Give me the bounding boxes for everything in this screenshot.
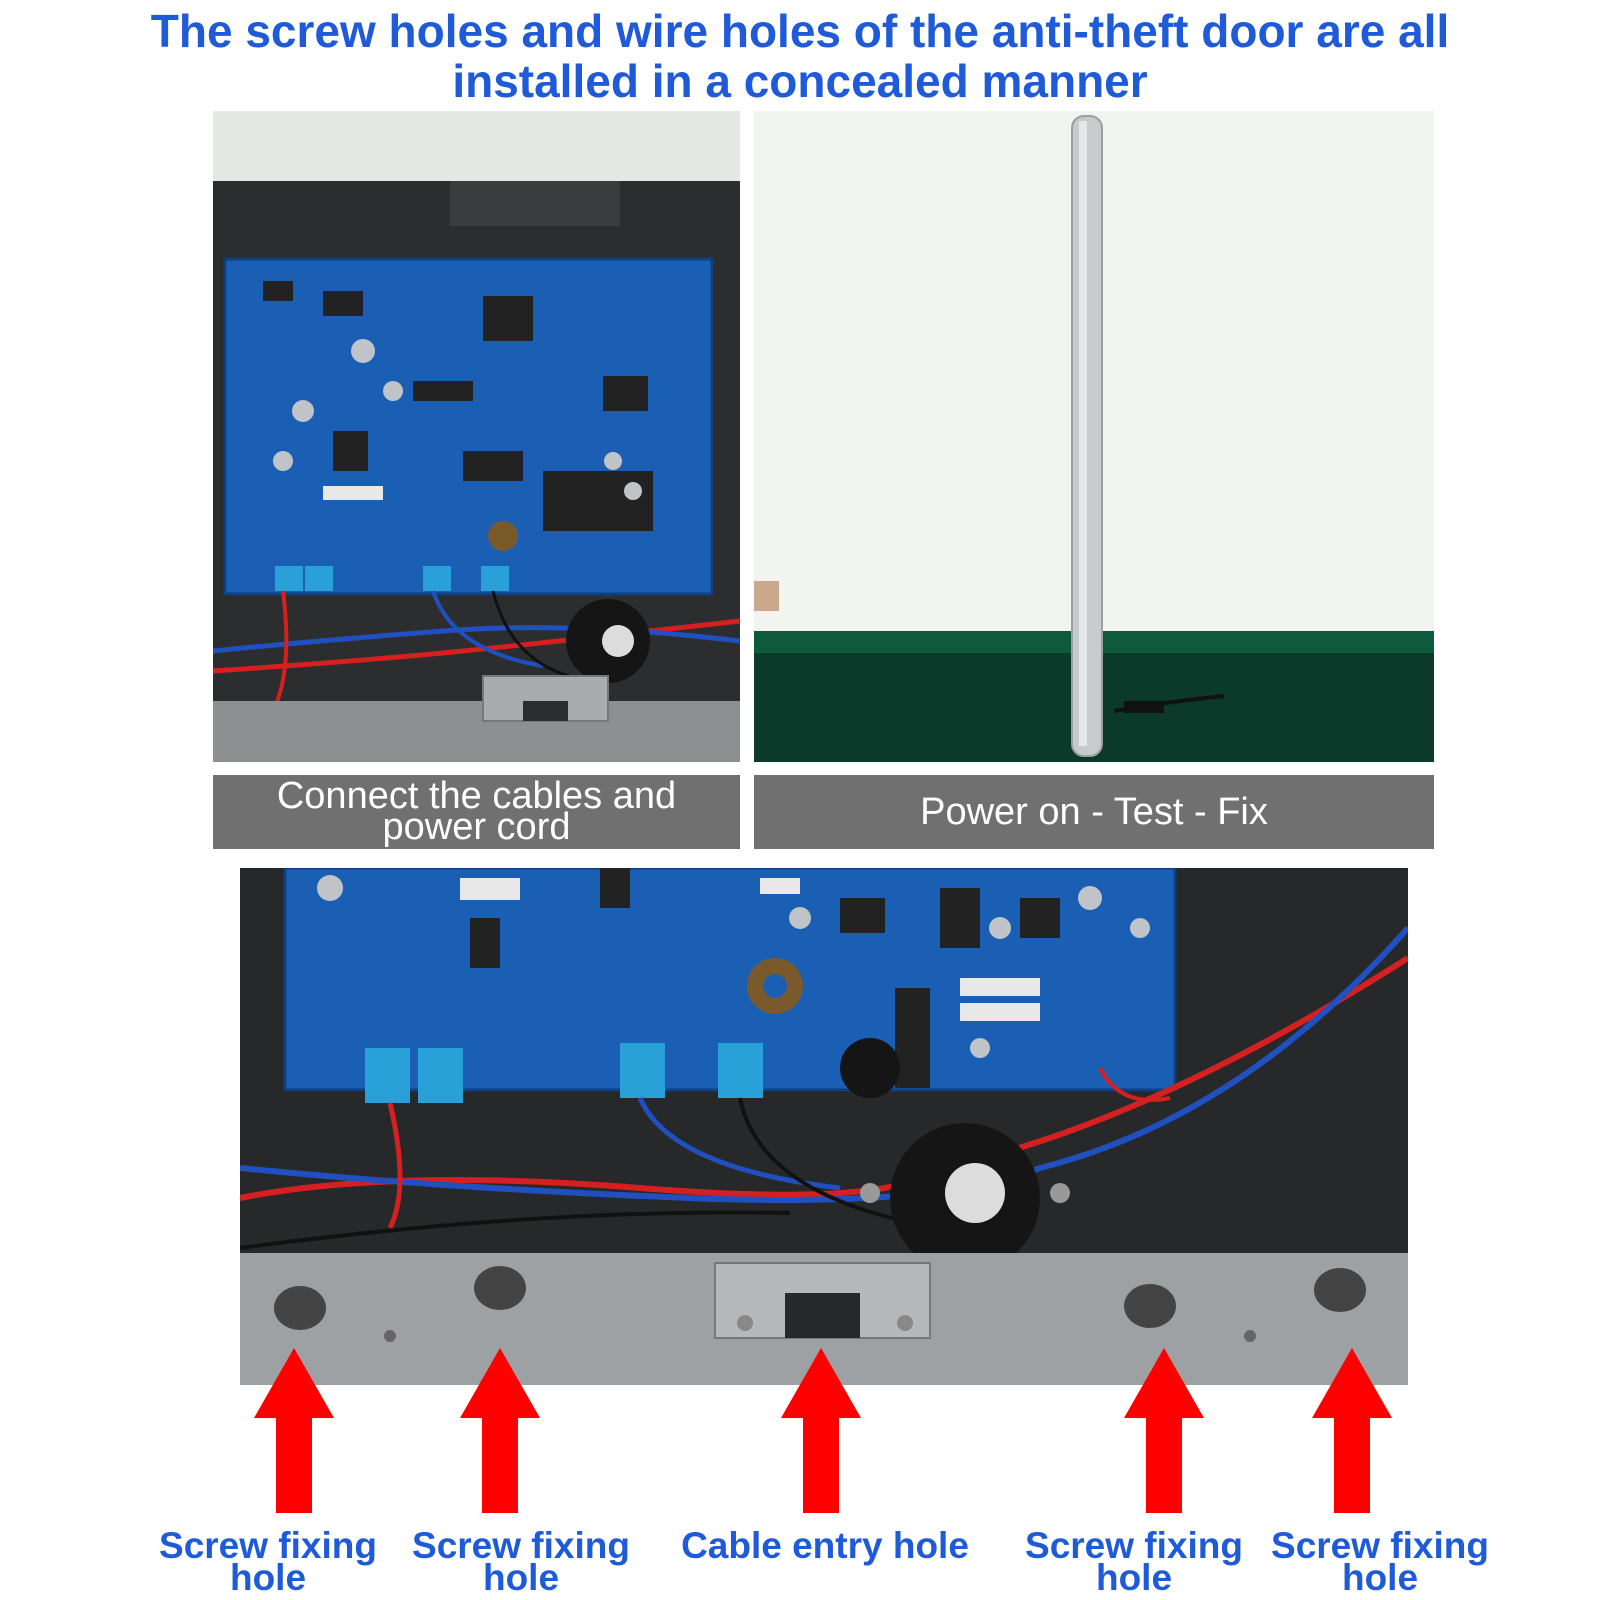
- label-line-2: hole: [1095, 1557, 1173, 1598]
- label-line-1: Screw fixing: [1025, 1525, 1243, 1566]
- arrow-up-icon: [1124, 1348, 1204, 1513]
- label-screw-hole-4: Screw fixing hole: [1260, 1525, 1500, 1598]
- label-line-2: hole: [482, 1557, 560, 1598]
- caption-connect-line-1: Connect the cables and: [276, 775, 677, 817]
- title-line-1: The screw holes and wire holes of the an…: [150, 5, 1450, 57]
- label-line-1: Cable entry hole: [681, 1525, 969, 1566]
- antenna-gate-photo: [754, 111, 1434, 762]
- label-screw-hole-1: Screw fixing hole: [148, 1525, 388, 1598]
- label-cable-entry-hole: Cable entry hole: [670, 1525, 980, 1566]
- caption-connect-cables: Connect the cables and power cord: [213, 775, 740, 849]
- arrow-up-icon: [781, 1348, 861, 1513]
- label-line-1: Screw fixing: [412, 1525, 630, 1566]
- label-line-1: Screw fixing: [159, 1525, 377, 1566]
- caption-connect-line-2: power cord: [382, 806, 571, 848]
- label-line-2: hole: [1341, 1557, 1419, 1598]
- arrow-up-icon: [254, 1348, 334, 1513]
- label-line-2: hole: [229, 1557, 307, 1598]
- label-screw-hole-2: Screw fixing hole: [401, 1525, 641, 1598]
- page-title: The screw holes and wire holes of the an…: [40, 6, 1560, 106]
- label-line-1: Screw fixing: [1271, 1525, 1489, 1566]
- mounting-base-photo: [240, 868, 1408, 1385]
- arrow-up-icon: [1312, 1348, 1392, 1513]
- caption-power-text: Power on - Test - Fix: [920, 790, 1268, 833]
- title-line-2: installed in a concealed manner: [452, 55, 1148, 107]
- arrow-up-icon: [460, 1348, 540, 1513]
- caption-power-test-fix: Power on - Test - Fix: [754, 775, 1434, 849]
- label-screw-hole-3: Screw fixing hole: [1014, 1525, 1254, 1598]
- circuit-board-photo: [213, 111, 740, 762]
